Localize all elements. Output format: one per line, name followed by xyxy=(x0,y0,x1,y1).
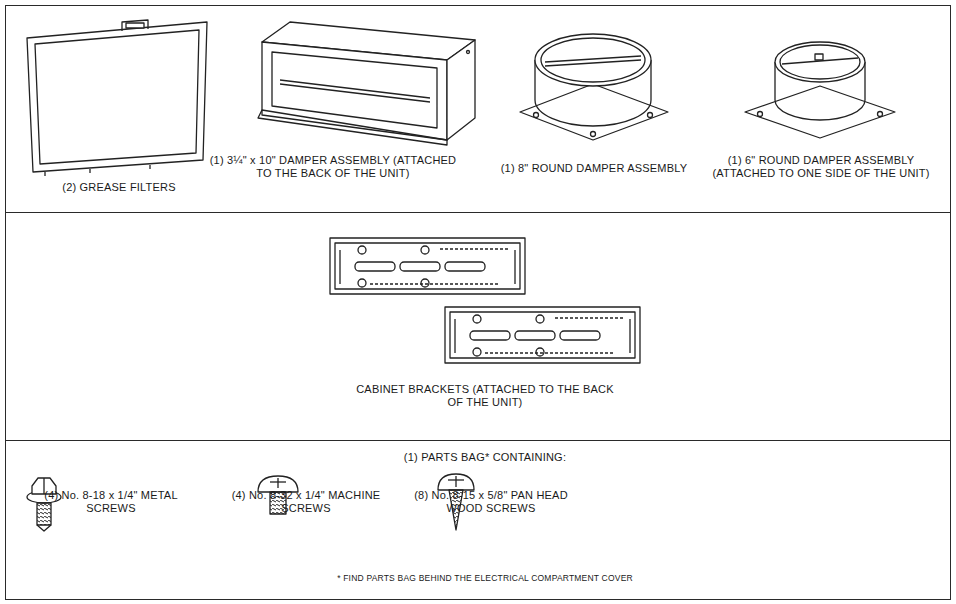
part-label: (4) No. 8-32 x 1/4" MACHINE SCREWS xyxy=(221,489,391,515)
part-label: (1) 3¼" x 10" DAMPER ASSEMBLY (ATTACHED … xyxy=(208,154,458,180)
grease-filter xyxy=(27,20,207,176)
part-label: * FIND PARTS BAG BEHIND THE ELECTRICAL C… xyxy=(255,573,715,583)
part-label: (1) 6" ROUND DAMPER ASSEMBLY (ATTACHED T… xyxy=(696,154,946,180)
part-label: (8) No. 8-15 x 5/8" PAN HEAD WOOD SCREWS xyxy=(396,489,586,515)
parts-panel: CABINET BRACKETS (ATTACHED TO THE BACK O… xyxy=(5,212,951,441)
part-label: (2) GREASE FILTERS xyxy=(19,181,219,194)
parts-heading: (1) PARTS BAG* CONTAINING: xyxy=(335,451,635,464)
part-label: CABINET BRACKETS (ATTACHED TO THE BACK O… xyxy=(350,383,620,409)
metal-screw xyxy=(27,478,61,531)
round-damper-6 xyxy=(745,42,895,138)
cabinet-bracket xyxy=(330,238,525,294)
part-label: (1) 8" ROUND DAMPER ASSEMBLY xyxy=(494,162,694,175)
cabinet-bracket xyxy=(445,307,640,363)
rectangular-damper xyxy=(258,22,475,145)
round-damper-8 xyxy=(520,34,668,140)
parts-panel: (1) PARTS BAG* CONTAINING: (4) No. 8-18 x… xyxy=(5,440,951,600)
part-label: (4) No. 8-18 x 1/4" METAL SCREWS xyxy=(26,489,196,515)
parts-panel: (2) GREASE FILTERS(1) 3¼" x 10" DAMPER A… xyxy=(5,5,951,213)
